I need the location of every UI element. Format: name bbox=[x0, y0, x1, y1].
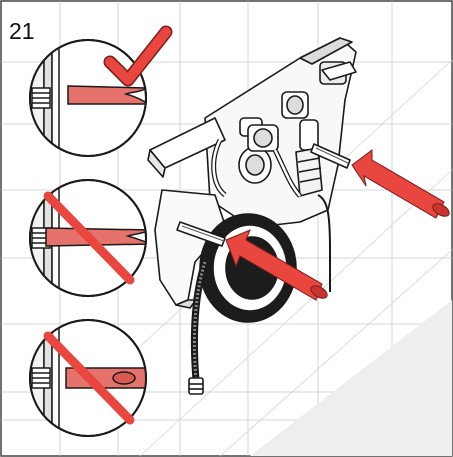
insert-arrow-upper bbox=[351, 149, 450, 219]
cross-icon bbox=[43, 331, 135, 425]
cross-icon bbox=[43, 191, 135, 285]
floor-shading bbox=[250, 300, 452, 456]
checkmark-icon bbox=[103, 25, 173, 87]
step-number: 21 bbox=[9, 18, 35, 44]
insert-arrow-lower bbox=[225, 229, 328, 301]
flush-valve-assembly bbox=[147, 37, 357, 395]
